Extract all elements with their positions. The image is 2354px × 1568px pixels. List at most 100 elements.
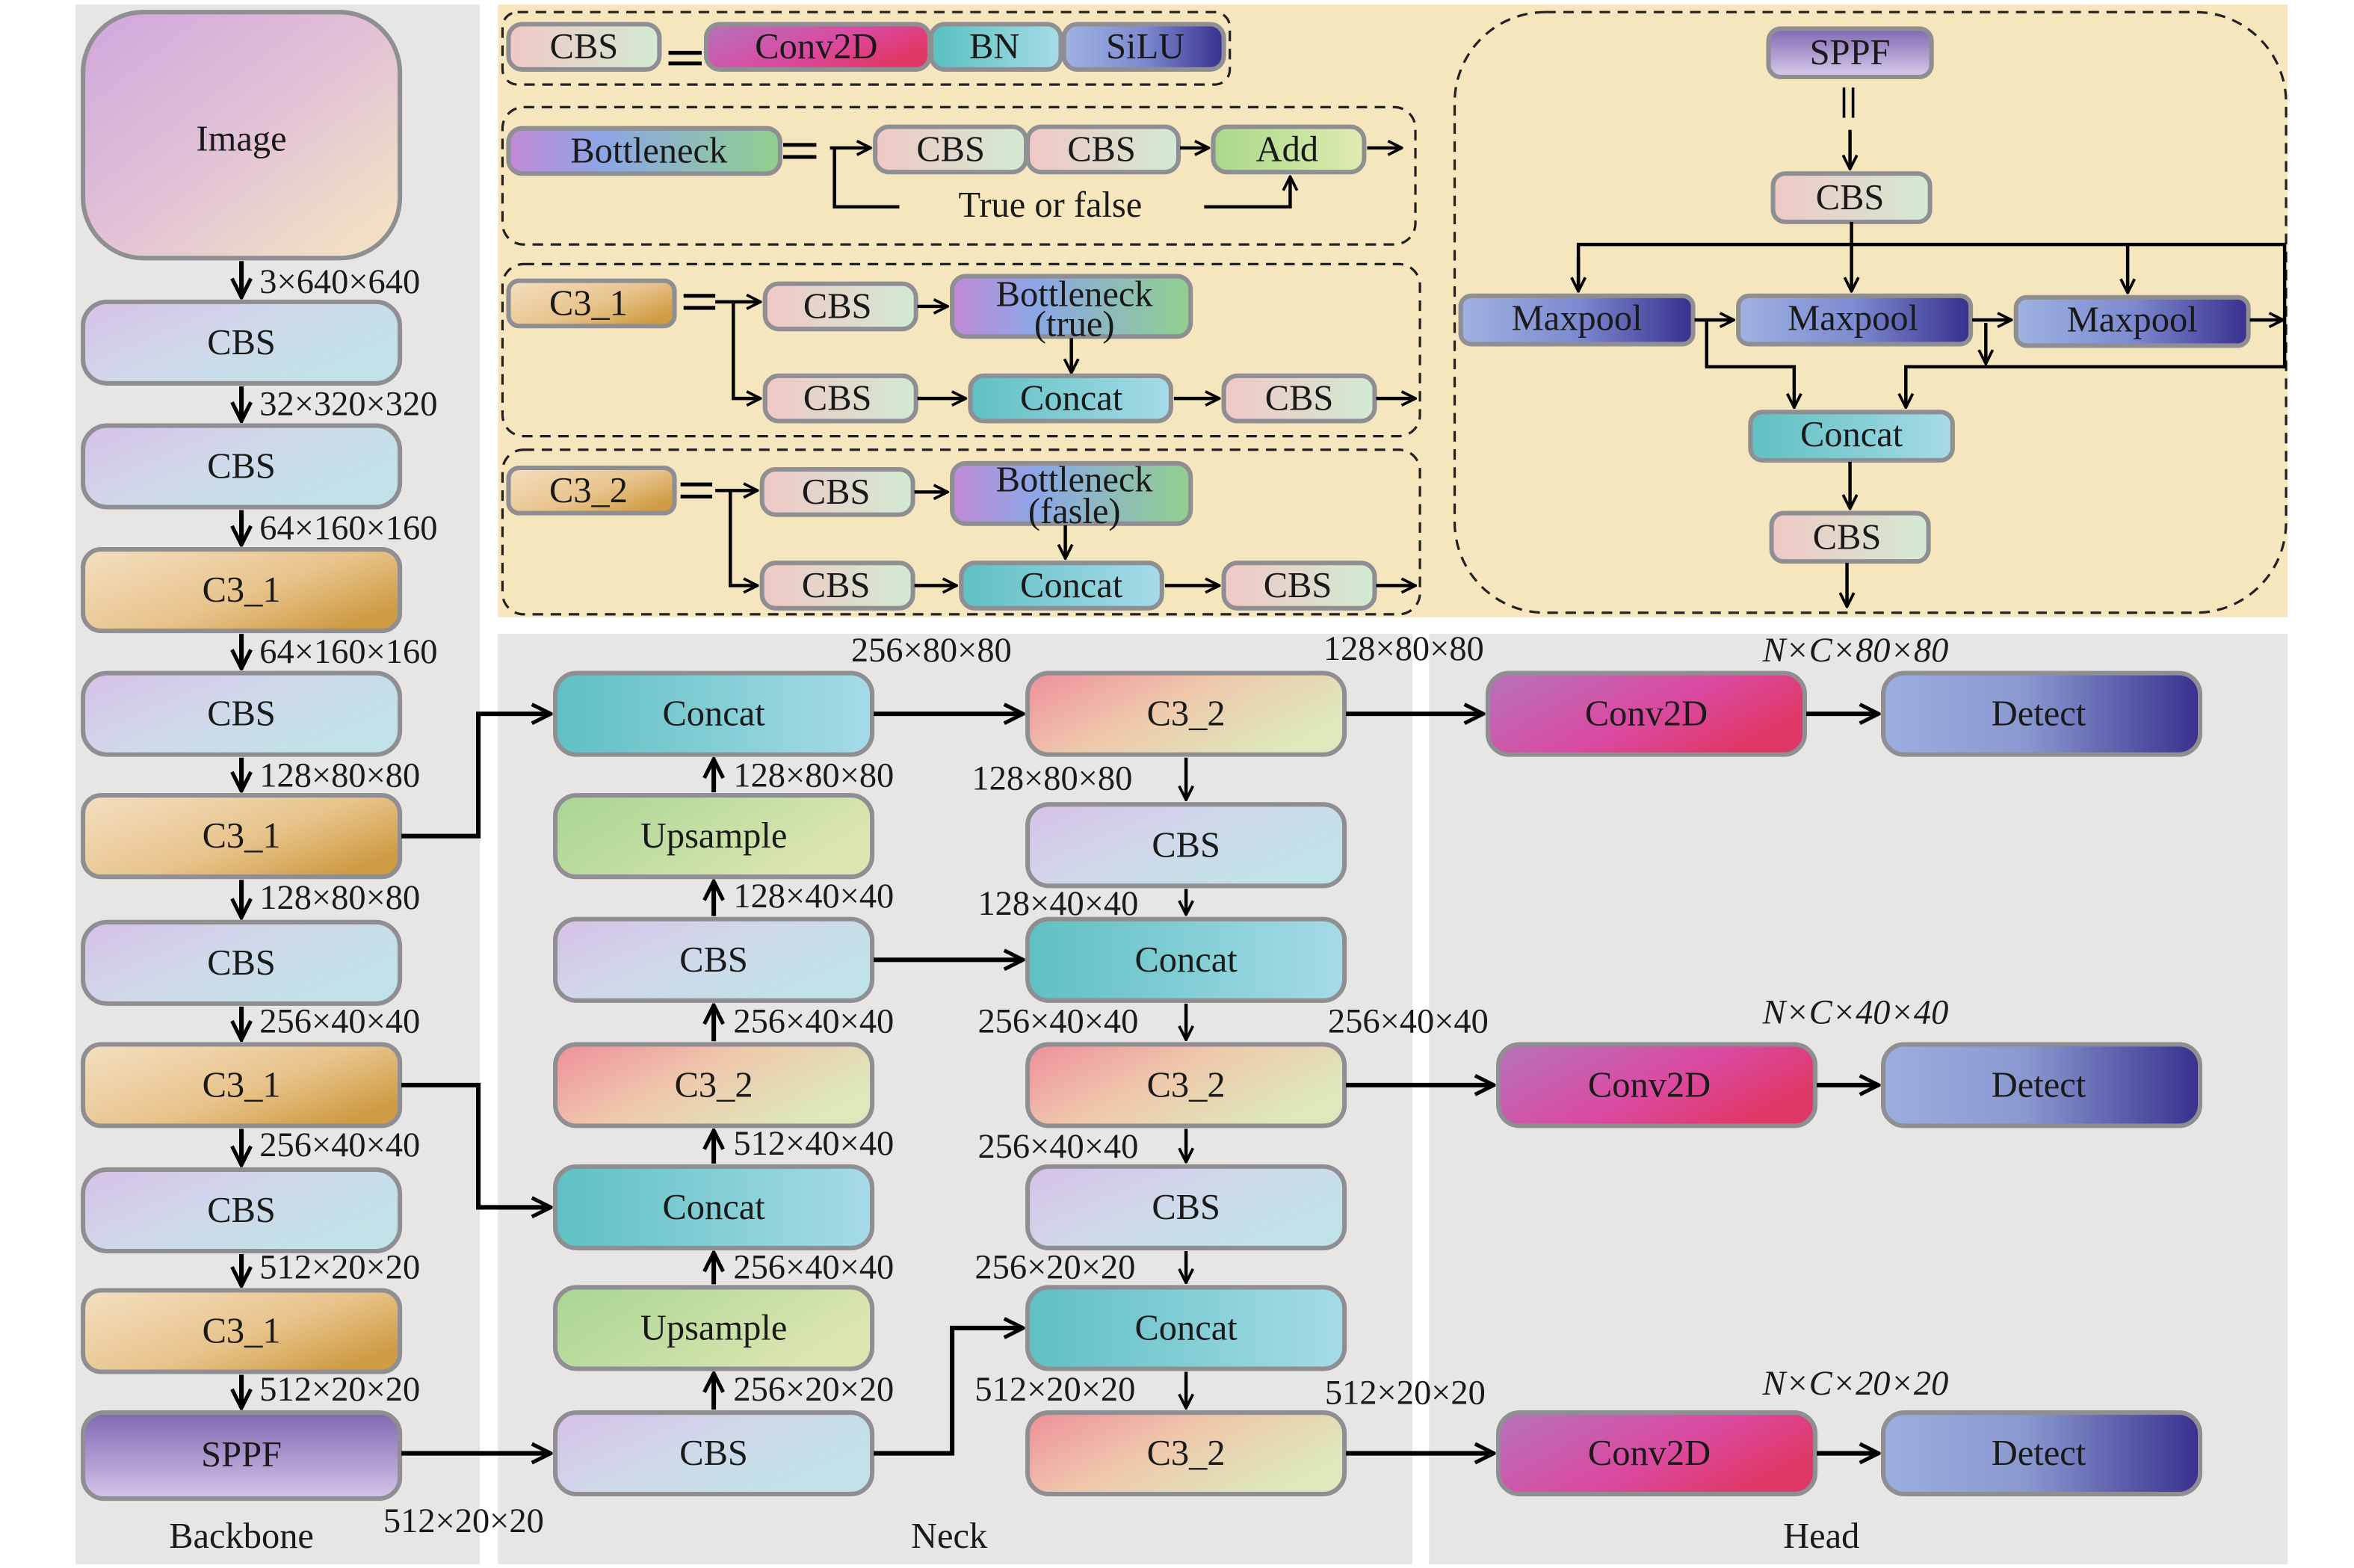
neck-c3-2-1 [553,1042,875,1129]
backbone-cbs-4 [81,919,403,1006]
neck-cbs-1-label: CBS [679,940,748,980]
dim-label: 512×20×20 [259,1371,420,1409]
legend-c3-1-label: C3_1 [549,283,628,323]
dim-label: 128×80×80 [971,759,1132,797]
node-image [81,10,403,261]
legend-maxpool-3-label: Maxpool [2067,300,2198,340]
head-detect-2-label: Detect [1992,1065,2086,1105]
neck-upsample-1-label: Upsample [640,816,787,856]
dim-label: 128×80×80 [259,756,420,794]
neck-cbs-2 [553,1410,875,1497]
backbone-c3-1-b [81,793,403,880]
neck-concat-2-label: Concat [662,1188,765,1227]
legend-sppf-label: SPPF [1810,33,1891,72]
legend-bottleneck-label: Bottleneck [570,131,728,170]
head-detect-1 [1880,670,2203,757]
sppf-out-dim-label: 512×20×20 [383,1502,544,1540]
legend-c3-1-cbs-top-label: CBS [803,286,872,326]
neck-upsample-2 [553,1285,875,1371]
head-conv2d-2-label: Conv2D [1588,1065,1711,1105]
neck-c3-2-top [1025,670,1347,757]
legend-c3-2-bottleneck-arg-label: (fasle) [1028,492,1121,531]
neck-cbs-2-label: CBS [679,1433,748,1473]
head-conv2d-2 [1496,1042,1818,1129]
backbone-cbs-2-label: CBS [207,446,276,486]
head-conv2d-1 [1485,670,1808,757]
dim-label: 512×40×40 [733,1125,894,1163]
backbone-sppf [81,1410,403,1501]
backbone-cbs-1-label: CBS [207,323,276,362]
backbone-sppf-label: SPPF [201,1435,282,1475]
dim-label: N×C×80×80 [1761,632,1948,670]
backbone-cbs-1 [81,299,403,386]
backbone-cbs-2 [81,423,403,510]
neck-upsample-1 [553,793,875,880]
legend-c3-1-bottleneck-label: Bottleneck [996,274,1154,314]
backbone-c3-1-c [81,1042,403,1129]
dim-label: 512×20×20 [1325,1374,1486,1412]
neck-column: Concat Upsample CBS C3_2 Concat Upsample… [401,630,1489,1556]
legend-maxpool-2-label: Maxpool [1788,299,1918,339]
dim-label: 256×40×40 [259,1003,420,1041]
legend-bottleneck-cbs2-label: CBS [1067,129,1136,169]
neck-c3-2-bottom [1025,1410,1347,1497]
dim-label: 32×320×320 [259,386,437,424]
dim-label: 128×40×40 [733,877,894,916]
dim-label: 64×160×160 [259,633,437,671]
legend-add-label: Add [1256,129,1318,169]
legend-sppf-cbs-out-label: CBS [1813,517,1882,557]
dim-label: 128×80×80 [733,756,894,794]
dim-label: 512×20×20 [259,1249,420,1287]
dim-label: 256×40×40 [259,1126,420,1164]
legend-c3-1-concat-label: Concat [1020,379,1123,419]
neck-c3-2-1-label: C3_2 [675,1065,753,1105]
legend-conv2d-label: Conv2D [755,27,877,67]
dim-label: 256×20×20 [733,1371,894,1409]
head-detect-3 [1880,1410,2203,1497]
neck-cbs-4 [1025,1164,1347,1250]
legend-c3-1-def: C3_1 CBS Bottleneck (true) CBS Concat CB… [501,262,1421,438]
head-detect-1-label: Detect [1992,694,2086,734]
neck-concat-1-label: Concat [662,694,765,734]
neck-c3-2-mid-label: C3_2 [1147,1065,1226,1105]
backbone-cbs-5 [81,1167,403,1254]
head-conv2d-3-label: Conv2D [1588,1433,1711,1473]
legend-cbs-def: CBS Conv2D BN SiLU [501,10,1232,86]
legend-sppf-def: SPPF CBS Maxpool Maxpool Maxpool Concat [1453,10,2287,614]
neck-arrows [401,714,1186,1453]
backbone-c3-1-a-label: C3_1 [203,570,281,610]
section-label-neck: Neck [911,1516,988,1556]
dim-label: 64×160×160 [259,509,437,547]
backbone-cbs-3-label: CBS [207,694,276,734]
neck-concat-2 [553,1164,875,1250]
backbone-c3-1-b-label: C3_1 [203,816,281,856]
legend-c3-2-cbs-top-label: CBS [802,472,871,512]
neck-upsample-2-label: Upsample [640,1308,787,1348]
dim-label: 128×80×80 [259,879,420,917]
legend: CBS Conv2D BN SiLU Bottleneck CBS CBS [501,10,2287,616]
legend-sppf-cbs-in-label: CBS [1816,178,1885,217]
legend-silu-label: SiLU [1106,27,1184,67]
dim-label: 512×20×20 [974,1371,1135,1409]
legend-c3-2-bottleneck-label: Bottleneck [996,460,1154,500]
legend-c3-1-cbs-out-label: CBS [1265,379,1334,419]
neck-c3-2-mid [1025,1042,1347,1129]
head-conv2d-3 [1496,1410,1818,1497]
backbone-column: Image CBS CBS C3_1 CBS C3_1 CBS C3_1 CBS… [81,10,544,1556]
legend-bottleneck-cbs1-label: CBS [916,129,985,169]
dim-label: 256×40×40 [977,1003,1138,1041]
neck-c3-2-bottom-label: C3_2 [1147,1433,1226,1473]
backbone-cbs-3 [81,670,403,757]
section-label-head: Head [1783,1516,1859,1556]
legend-c3-2-concat-label: Concat [1020,566,1123,605]
backbone-cbs-4-label: CBS [207,943,276,983]
legend-sppf-concat-label: Concat [1800,415,1903,454]
neck-concat-4-label: Concat [1134,1308,1238,1348]
backbone-c3-1-a [81,547,403,634]
legend-c3-2-cbs-out-label: CBS [1264,566,1332,605]
neck-c3-2-top-label: C3_2 [1147,694,1226,734]
legend-c3-2-cbs-bottom-label: CBS [802,566,871,605]
backbone-c3-1-d-label: C3_1 [203,1311,281,1351]
